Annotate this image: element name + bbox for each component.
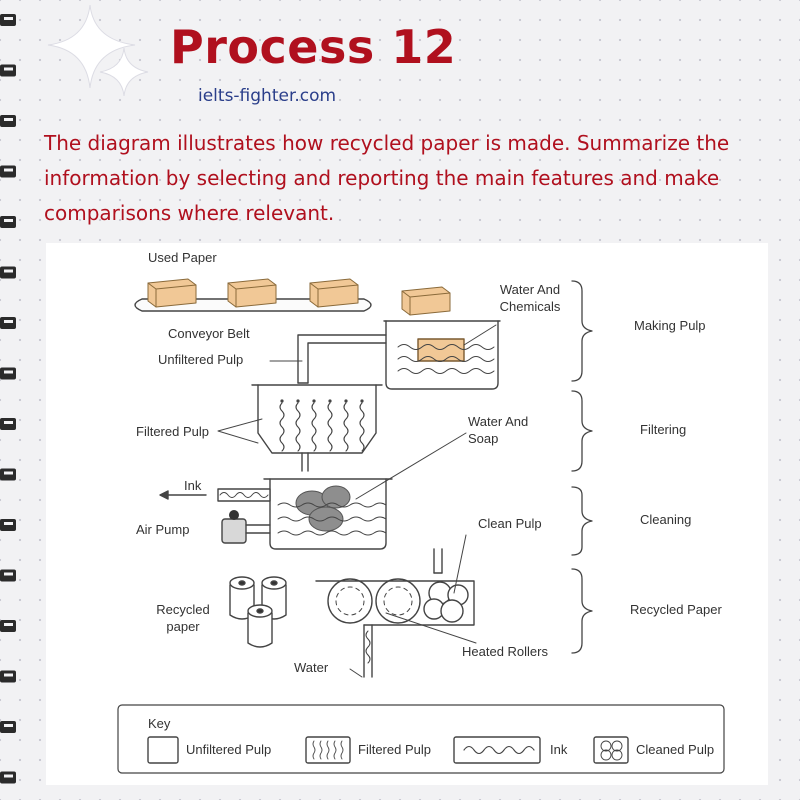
sparkle-decoration <box>47 4 136 89</box>
label-water-and-soap-line1: Water And <box>468 414 529 429</box>
heated-roller <box>375 578 421 624</box>
label-recycled-paper-line1: Recycled <box>156 602 210 617</box>
label-water-and-chemicals-line1: Water And <box>499 282 561 297</box>
label-air-pump: Air Pump <box>136 522 190 537</box>
pulp-pipe <box>297 334 387 384</box>
key-unfiltered-swatch <box>147 736 179 764</box>
website-label: ielts-fighter.com <box>198 86 337 106</box>
heated-roller <box>327 578 373 624</box>
key-filtered-swatch <box>305 736 351 764</box>
recycled-paper-rolls <box>229 576 287 648</box>
label-recycled-paper: Recycled paper <box>146 601 220 635</box>
spiral-binding <box>0 14 16 784</box>
filter-strands <box>279 399 365 452</box>
label-clean-pulp: Clean Pulp <box>478 516 542 531</box>
diagram-panel: Used Paper Conveyor Belt Unfiltered Pulp… <box>46 243 768 785</box>
label-unfiltered-pulp: Unfiltered Pulp <box>158 352 244 367</box>
label-heated-rollers: Heated Rollers <box>462 644 548 659</box>
label-used-paper: Used Paper <box>148 250 217 265</box>
stage-cleaning: Cleaning <box>640 512 692 527</box>
label-recycled-paper-line2: paper <box>166 619 200 634</box>
task-prompt: The diagram illustrates how recycled pap… <box>44 131 730 225</box>
water-inlet <box>363 624 373 678</box>
cleaning-tank <box>269 478 387 550</box>
clean-pulp-blobs <box>423 581 469 623</box>
label-ink: Ink <box>184 478 202 493</box>
label-water: Water <box>294 660 329 675</box>
key-title: Key <box>148 716 171 731</box>
page-title: Process 12 <box>170 20 457 74</box>
ink-blobs <box>295 485 351 532</box>
key-label-filtered: Filtered Pulp <box>358 742 431 757</box>
label-conveyor-belt: Conveyor Belt <box>168 326 250 341</box>
stage-filtering: Filtering <box>640 422 687 437</box>
label-water-and-soap: Water And Soap <box>468 413 528 447</box>
sparkle-decoration-small <box>99 47 149 97</box>
key-ink-swatch <box>453 736 541 764</box>
label-filtered-pulp: Filtered Pulp <box>136 424 209 439</box>
roller-tray <box>315 580 475 626</box>
stage-braces <box>571 280 593 654</box>
stage-recycled-paper: Recycled Paper <box>630 602 722 617</box>
label-water-and-soap-line2: Soap <box>468 431 499 446</box>
label-water-and-chemicals-line2: Chemicals <box>499 299 561 314</box>
key-label-ink: Ink <box>550 742 568 757</box>
key-label-cleaned: Cleaned Pulp <box>636 742 715 757</box>
pulping-tank <box>385 320 499 390</box>
stage-making-pulp: Making Pulp <box>634 318 706 333</box>
used-paper-bundles <box>147 278 451 316</box>
process-diagram <box>117 278 725 774</box>
air-pump <box>221 518 247 544</box>
key-label-unfiltered: Unfiltered Pulp <box>186 742 272 757</box>
key-box <box>117 704 725 774</box>
key-cleaned-swatch <box>593 736 629 764</box>
filtering-tank <box>257 384 377 454</box>
label-water-and-chemicals: Water And Chemicals <box>494 281 566 315</box>
